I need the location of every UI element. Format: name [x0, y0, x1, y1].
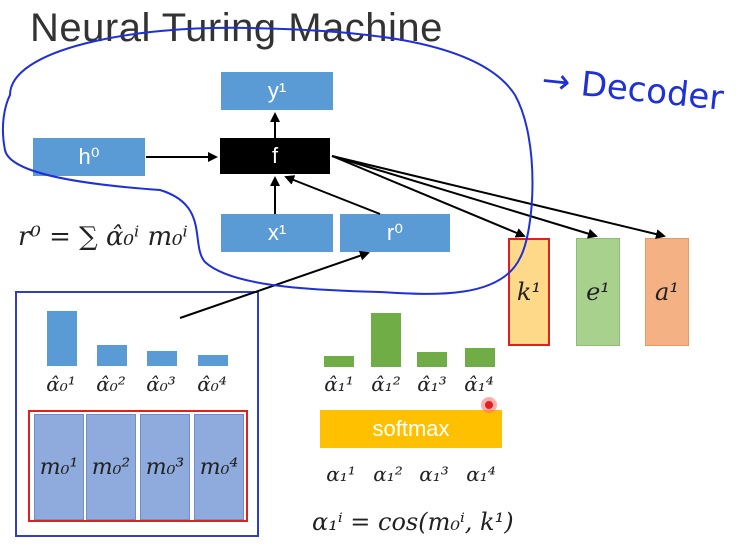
alpha-hat-0-bar-4 — [198, 355, 228, 366]
alpha-1-label-2: α₁² — [373, 462, 403, 486]
node-h0: h⁰ — [33, 138, 145, 176]
formula-r0: r⁰ = ∑ α̂₀ⁱ m₀ⁱ — [18, 222, 188, 252]
vector-a1: a¹ — [645, 238, 689, 346]
memory-cell-1: m₀¹ — [34, 414, 84, 520]
arrow-f-to-e1 — [331, 155, 598, 239]
alpha-hat-1-label-4: α̂₁⁴ — [464, 372, 494, 396]
alpha-1-label-1: α₁¹ — [326, 462, 356, 486]
memory-cell-4: m₀⁴ — [194, 414, 244, 520]
arrow-r0-to-f — [284, 175, 381, 215]
arrow-f-to-k1 — [331, 155, 526, 238]
vector-k1: k¹ — [508, 238, 550, 346]
softmax-block: softmax — [320, 410, 502, 448]
memory-highlight — [28, 410, 248, 522]
decoder-loop — [1, 26, 534, 295]
alpha-1-label-4: α₁⁴ — [466, 462, 496, 486]
memory-panel — [15, 291, 259, 537]
memory-cell-2: m₀² — [86, 414, 136, 520]
alpha-hat-1-label-1: α̂₁¹ — [324, 372, 354, 396]
alpha-hat-0-bar-2 — [97, 345, 127, 366]
alpha-hat-0-label-3: α̂₀³ — [146, 372, 176, 396]
alpha-hat-0-bar-1 — [47, 311, 77, 366]
node-r0: r⁰ — [340, 214, 450, 252]
alpha-hat-0-label-1: α̂₀¹ — [46, 372, 76, 396]
alpha-hat-1-bar-4 — [465, 348, 495, 367]
alpha-hat-0-bar-3 — [147, 351, 177, 366]
alpha-hat-1-bar-3 — [417, 352, 447, 367]
formula-alpha: α₁ⁱ = cos(m₀ⁱ, k¹) — [312, 508, 514, 536]
memory-cell-3: m₀³ — [140, 414, 190, 520]
node-y1: y¹ — [221, 72, 333, 110]
arrow-f-to-a1 — [331, 155, 666, 239]
alpha-hat-1-bar-1 — [324, 356, 354, 367]
alpha-1-label-3: α₁³ — [419, 462, 449, 486]
alpha-hat-0-label-4: α̂₀⁴ — [197, 372, 227, 396]
alpha-hat-0-label-2: α̂₀² — [96, 372, 126, 396]
alpha-hat-1-label-2: α̂₁² — [371, 372, 401, 396]
alpha-hat-1-label-3: α̂₁³ — [417, 372, 447, 396]
node-x1: x¹ — [221, 214, 333, 252]
alpha-hat-1-bar-2 — [371, 313, 401, 367]
node-f: f — [220, 138, 330, 174]
cursor-dot — [485, 401, 493, 409]
vector-e1: e¹ — [576, 238, 620, 346]
